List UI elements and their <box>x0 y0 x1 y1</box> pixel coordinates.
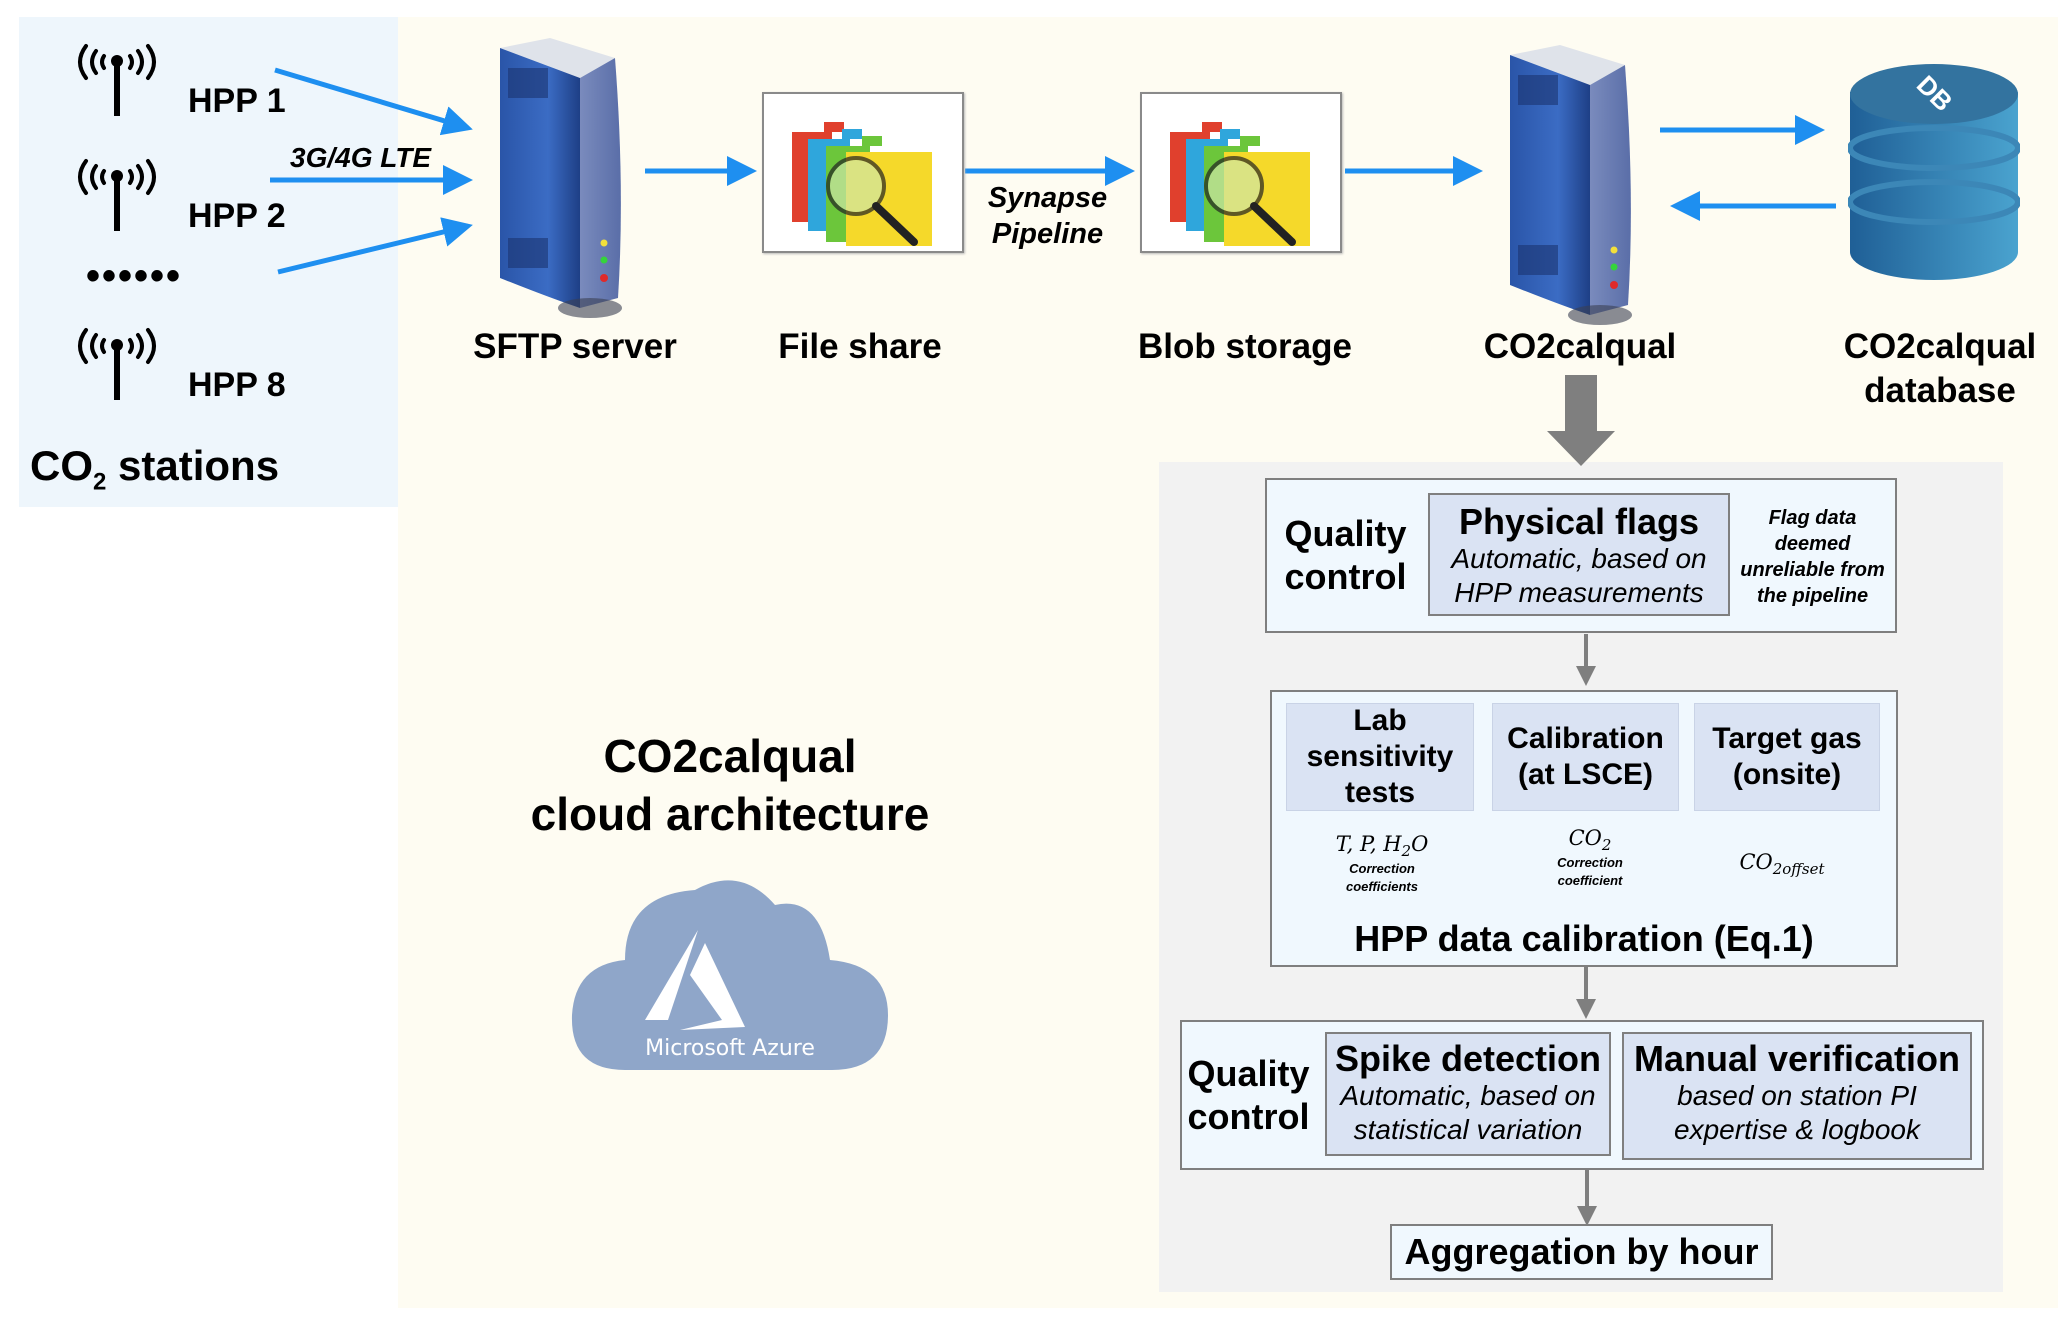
math-main: CO <box>1568 826 1602 850</box>
stations-panel <box>19 17 398 507</box>
input-note-line2: coefficients <box>1345 878 1418 894</box>
pipeline-label-line2: Pipeline <box>991 218 1104 251</box>
math-main: CO <box>1739 850 1773 874</box>
db-label-line1: CO2calqual <box>1843 327 2037 366</box>
azure-cloud-icon: Microsoft Azure <box>571 880 888 1070</box>
physical-flags-box: Physical flags Automatic, based on HPP m… <box>1428 493 1730 616</box>
architecture-title-line1: CO2calqual <box>603 730 857 782</box>
network-link-label: 3G/4G LTE <box>290 142 432 173</box>
db-label-line2: database <box>1864 370 2016 410</box>
lab-sensitivity-tests-box: Lab sensitivity tests <box>1286 703 1474 811</box>
input-note-line1: Correction <box>1349 861 1415 877</box>
antenna-icon <box>78 328 156 400</box>
manual-verification-title: Manual verification <box>1633 1038 1961 1079</box>
source-line: sensitivity <box>1306 740 1454 773</box>
note-line: the pipeline <box>1756 585 1869 607</box>
physical-flags-sub-line2: HPP measurements <box>1454 576 1704 608</box>
node-label-blob-storage: Blob storage <box>1138 327 1352 366</box>
qc2-label-line1: Quality <box>1187 1053 1310 1094</box>
math-sub: 2offset <box>1772 860 1825 879</box>
antenna-icon <box>78 159 156 231</box>
server-icon <box>500 38 622 318</box>
arrow-hpp1-to-sftp <box>274 67 473 136</box>
source-line: tests <box>1344 776 1416 809</box>
source-line: Calibration <box>1507 722 1664 755</box>
node-label-file-share: File share <box>778 327 942 366</box>
pipeline-label-line1: Synapse <box>987 182 1108 214</box>
big-down-arrow <box>1547 375 1615 466</box>
station-hpp-1: HPP 1 <box>70 34 286 124</box>
stations-title-subscript: 2 <box>93 468 107 496</box>
math-main: T, P, H <box>1335 832 1402 856</box>
station-label: HPP 2 <box>188 197 286 235</box>
physical-flags-sub-line1: Automatic, based on <box>1451 543 1707 575</box>
source-line: Lab <box>1353 704 1407 737</box>
architecture-title-line2: cloud architecture <box>530 787 930 840</box>
spike-detection-sub-line2: statistical variation <box>1353 1113 1583 1145</box>
calibration-title: HPP data calibration (Eq.1) <box>1354 918 1814 959</box>
note-line: deemed <box>1774 533 1851 555</box>
math-tail: O <box>1411 832 1429 856</box>
target-gas-box: Target gas (onsite) <box>1694 703 1880 811</box>
source-line: Target gas <box>1712 722 1862 755</box>
station-label: HPP 8 <box>188 366 286 404</box>
blob-storage-image <box>1140 92 1342 253</box>
input-co2-offset: CO2offset <box>1722 850 1842 878</box>
node-label-co2calqual: CO2calqual <box>1483 327 1677 366</box>
source-line: (at LSCE) <box>1518 758 1653 791</box>
node-label-co2calqual-database: CO2calqual database <box>1820 325 2060 413</box>
physical-flags-title: Physical flags <box>1458 501 1700 542</box>
flag-data-note: Flag data deemed unreliable from the pip… <box>1735 505 1890 609</box>
antenna-icon <box>78 44 156 116</box>
spike-detection-title: Spike detection <box>1334 1038 1602 1079</box>
more-stations-ellipsis: •••••• <box>86 254 183 298</box>
qc2-label: Quality control <box>1186 1052 1311 1138</box>
input-note-line1: Correction <box>1557 855 1623 871</box>
spike-detection-sub-line1: Automatic, based on <box>1340 1080 1596 1112</box>
node-label-sftp-server: SFTP server <box>473 327 677 366</box>
azure-cloud-label: Microsoft Azure <box>645 1036 815 1061</box>
source-line: (onsite) <box>1732 758 1842 791</box>
math-sub: 2 <box>1601 836 1612 855</box>
stations-title: CO2 stations <box>30 442 279 496</box>
server-icon <box>1510 45 1632 325</box>
arrow-hpp8-to-sftp <box>277 217 473 275</box>
qc1-label-line2: control <box>1284 556 1407 598</box>
folder-search-icon <box>792 122 932 246</box>
manual-verification-sub-line2: expertise & logbook <box>1674 1113 1920 1145</box>
spike-detection-box: Spike detection Automatic, based on stat… <box>1325 1032 1611 1156</box>
manual-verification-sub-line1: based on station PI <box>1677 1080 1917 1112</box>
aggregation-box: Aggregation by hour <box>1390 1224 1773 1280</box>
station-label: HPP 1 <box>188 82 286 120</box>
input-math: CO2 <box>1530 826 1650 854</box>
qc1-label-line1: Quality <box>1284 513 1407 554</box>
math-sub: 2 <box>1401 842 1412 861</box>
station-hpp-8: HPP 8 <box>70 318 286 408</box>
qc2-label-line2: control <box>1187 1096 1310 1138</box>
aggregation-label: Aggregation by hour <box>1404 1231 1759 1272</box>
stations-title-suffix: stations <box>106 442 280 489</box>
calibration-lsce-box: Calibration (at LSCE) <box>1492 703 1679 811</box>
qc1-label: Quality control <box>1278 512 1413 598</box>
note-line: unreliable from <box>1740 559 1885 581</box>
manual-verification-box: Manual verification based on station PI … <box>1622 1032 1972 1160</box>
stations-title-co: CO <box>30 442 93 489</box>
input-tph2o: T, P, H2O Correction coefficients <box>1312 832 1452 895</box>
note-line: Flag data <box>1768 507 1857 529</box>
database-icon: DB <box>1848 64 2020 280</box>
folder-search-icon <box>1170 122 1310 246</box>
input-math: CO2offset <box>1722 850 1842 878</box>
synapse-pipeline-label: Synapse Pipeline <box>950 180 1145 253</box>
architecture-title: CO2calqual cloud architecture <box>510 728 950 843</box>
input-co2: CO2 Correction coefficient <box>1530 826 1650 889</box>
file-share-image <box>762 92 964 253</box>
input-math: T, P, H2O <box>1312 832 1452 860</box>
input-note-line2: coefficient <box>1557 872 1623 888</box>
station-hpp-2: HPP 2 <box>70 149 286 239</box>
